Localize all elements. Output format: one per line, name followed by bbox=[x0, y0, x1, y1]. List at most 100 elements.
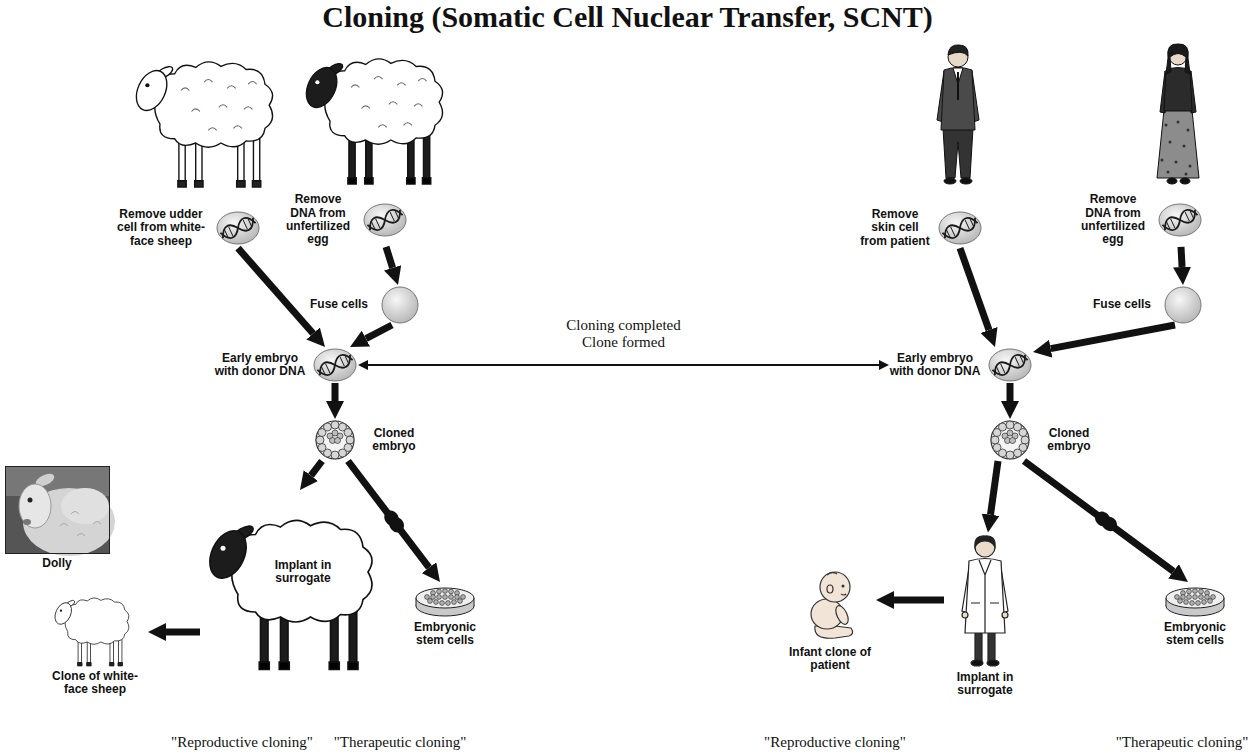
flow-arrow bbox=[1051, 325, 1175, 349]
diagram-title: Cloning (Somatic Cell Nuclear Transfer, … bbox=[322, 0, 933, 33]
surrogate-woman-drawing bbox=[962, 535, 1008, 665]
cloned-embryo: Cloned embryo bbox=[988, 419, 1100, 461]
infant-clone-drawing bbox=[795, 568, 865, 643]
egg-donor-woman bbox=[1161, 159, 1164, 162]
egg-donor-woman bbox=[1161, 121, 1192, 176]
cloned-lamb-drawing bbox=[52, 598, 129, 666]
patient-man bbox=[941, 68, 975, 131]
stem-cell-dish: Embryonic stem cells bbox=[403, 582, 487, 648]
patient-man bbox=[937, 45, 979, 184]
early-embryo-drawing bbox=[989, 349, 1031, 381]
donor-egg-drawing bbox=[362, 202, 408, 238]
egg-donor-woman bbox=[1175, 161, 1178, 164]
egg-donor-woman bbox=[1169, 141, 1172, 144]
egg-donor-woman bbox=[1167, 171, 1170, 174]
step-caption: Embryonic stem cells bbox=[1153, 621, 1237, 648]
egg-donor-woman bbox=[1185, 173, 1188, 176]
early-embryo: Early embryo with donor DNA bbox=[214, 347, 358, 383]
early-embryo: Early embryo with donor DNA bbox=[889, 347, 1033, 383]
stem-cell-dish-drawing bbox=[416, 588, 474, 616]
donor-egg: Remove DNA from unfertilized egg bbox=[1075, 193, 1203, 247]
stem-cell-dish-drawing bbox=[1163, 582, 1227, 618]
flow-arrow bbox=[366, 325, 392, 339]
enucleated-egg-drawing bbox=[1163, 285, 1203, 325]
egg-donor-woman bbox=[1157, 110, 1199, 178]
somatic-cell: Remove udder cell from white-face sheep bbox=[113, 208, 261, 248]
surrogate-sheep-drawing bbox=[203, 520, 372, 669]
step-caption: Early embryo with donor DNA bbox=[214, 352, 306, 379]
patient-man bbox=[944, 178, 956, 184]
cloning-type-label: "Reproductive cloning" bbox=[764, 734, 906, 751]
cell-clump bbox=[381, 508, 407, 536]
flow-arrow bbox=[894, 597, 944, 604]
somatic-cell-drawing bbox=[937, 210, 983, 246]
enucleated-egg-drawing bbox=[1165, 287, 1201, 323]
infant-clone-drawing bbox=[811, 572, 853, 638]
egg-donor-woman bbox=[1180, 178, 1190, 184]
dolly-photo-drawing bbox=[5, 466, 115, 556]
flow-arrow bbox=[332, 383, 339, 401]
title-band: Cloning (Somatic Cell Nuclear Transfer, … bbox=[0, 0, 1255, 33]
egg-donor-woman bbox=[1157, 44, 1199, 184]
early-embryo-drawing bbox=[312, 347, 358, 383]
label-holder: "Therapeutic cloning" bbox=[334, 734, 467, 751]
cloned-embryo: Cloned embryo bbox=[313, 419, 425, 461]
cell-clump bbox=[1092, 509, 1120, 534]
flow-arrow bbox=[1181, 247, 1182, 267]
patient-man bbox=[957, 72, 959, 100]
egg-donor-woman bbox=[1166, 44, 1190, 74]
patient-man bbox=[960, 178, 972, 184]
step-caption: Remove DNA from unfertilized egg bbox=[1075, 193, 1151, 247]
flow-arrow bbox=[1007, 383, 1014, 401]
step-caption: Implant in surrogate bbox=[261, 559, 345, 586]
somatic-cell-drawing bbox=[939, 212, 981, 244]
egg-donor-woman bbox=[1167, 178, 1177, 184]
enucleated-egg: Fuse cells bbox=[304, 285, 420, 325]
step-caption: Early embryo with donor DNA bbox=[889, 352, 981, 379]
flow-arrow bbox=[311, 461, 322, 476]
patient-man bbox=[948, 45, 968, 56]
early-embryo-drawing bbox=[987, 347, 1033, 383]
flow-arrow bbox=[990, 461, 998, 515]
flow-arrow bbox=[368, 364, 879, 366]
white-face-sheep bbox=[130, 62, 272, 187]
white-face-sheep bbox=[130, 62, 272, 187]
egg-donor-woman bbox=[1164, 68, 1192, 112]
white-face-sheep bbox=[181, 79, 257, 130]
cloned-embryo-drawing bbox=[988, 419, 1032, 461]
flow-arrow bbox=[386, 247, 393, 268]
somatic-cell: Remove skin cell from patient bbox=[859, 208, 983, 248]
cloned-lamb-drawing bbox=[55, 597, 135, 667]
dolly-photo-drawing bbox=[5, 466, 110, 554]
surrogate-sheep-drawing bbox=[200, 490, 390, 690]
cloned-embryo-drawing bbox=[991, 421, 1029, 459]
flow-arrow bbox=[960, 248, 989, 330]
cloned-lamb: Clone of white-face sheep bbox=[42, 597, 148, 697]
enucleated-egg: Fuse cells bbox=[1087, 285, 1203, 325]
egg-donor-woman bbox=[1165, 124, 1168, 127]
stem-cell-dish-drawing bbox=[413, 582, 477, 618]
surrogate-sheep: Implant in surrogate bbox=[200, 490, 390, 690]
label-holder: "Reproductive cloning" bbox=[764, 734, 906, 751]
patient-man bbox=[943, 128, 973, 178]
cloned-embryo-drawing bbox=[316, 421, 354, 459]
donor-egg-drawing bbox=[1159, 204, 1201, 236]
cloned-embryo-drawing bbox=[313, 419, 357, 461]
somatic-cell-drawing bbox=[215, 210, 261, 246]
step-caption: Infant clone of patient bbox=[784, 646, 876, 673]
flow-arrow bbox=[1024, 461, 1174, 571]
step-caption: Cloned embryo bbox=[363, 427, 425, 454]
cloning-type-label: "Reproductive cloning" bbox=[171, 734, 313, 751]
flow-arrow bbox=[238, 248, 313, 333]
egg-donor-woman bbox=[1183, 145, 1186, 148]
step-caption: Remove DNA from unfertilized egg bbox=[280, 193, 356, 247]
step-caption: Remove skin cell from patient bbox=[859, 208, 931, 248]
step-caption: Cloned embryo bbox=[1038, 427, 1100, 454]
black-face-sheep bbox=[300, 59, 442, 184]
surrogate-woman: Implant in surrogate bbox=[944, 533, 1026, 698]
stem-cell-dish: Embryonic stem cells bbox=[1153, 582, 1237, 648]
label-holder: "Therapeutic cloning" bbox=[1116, 734, 1249, 751]
early-embryo-drawing bbox=[314, 349, 356, 381]
